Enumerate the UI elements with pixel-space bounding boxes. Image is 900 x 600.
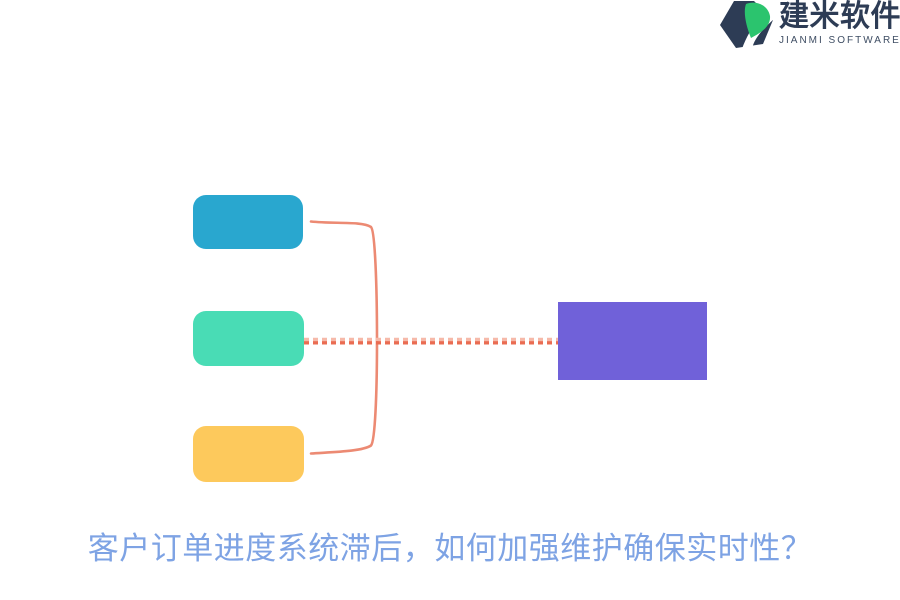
- node-branch-top: [193, 195, 303, 249]
- caption-title: 客户订单进度系统滞后，如何加强维护确保实时性？: [87, 531, 813, 567]
- brand-subtitle: JIANMI SOFTWARE: [779, 35, 900, 46]
- connector-lines: [304, 220, 558, 455]
- jianmi-logo: 建米软件 JIANMI SOFTWARE: [716, 0, 900, 50]
- node-branch-bottom: [193, 426, 304, 482]
- node-target: [558, 302, 707, 380]
- logo-text: 建米软件 JIANMI SOFTWARE: [779, 0, 900, 46]
- brand-name: 建米软件: [779, 0, 900, 34]
- jianmi-hexagon-leaf-icon: [720, 1, 774, 49]
- node-branch-middle: [193, 311, 304, 366]
- bracket-connector-line: [309, 220, 379, 455]
